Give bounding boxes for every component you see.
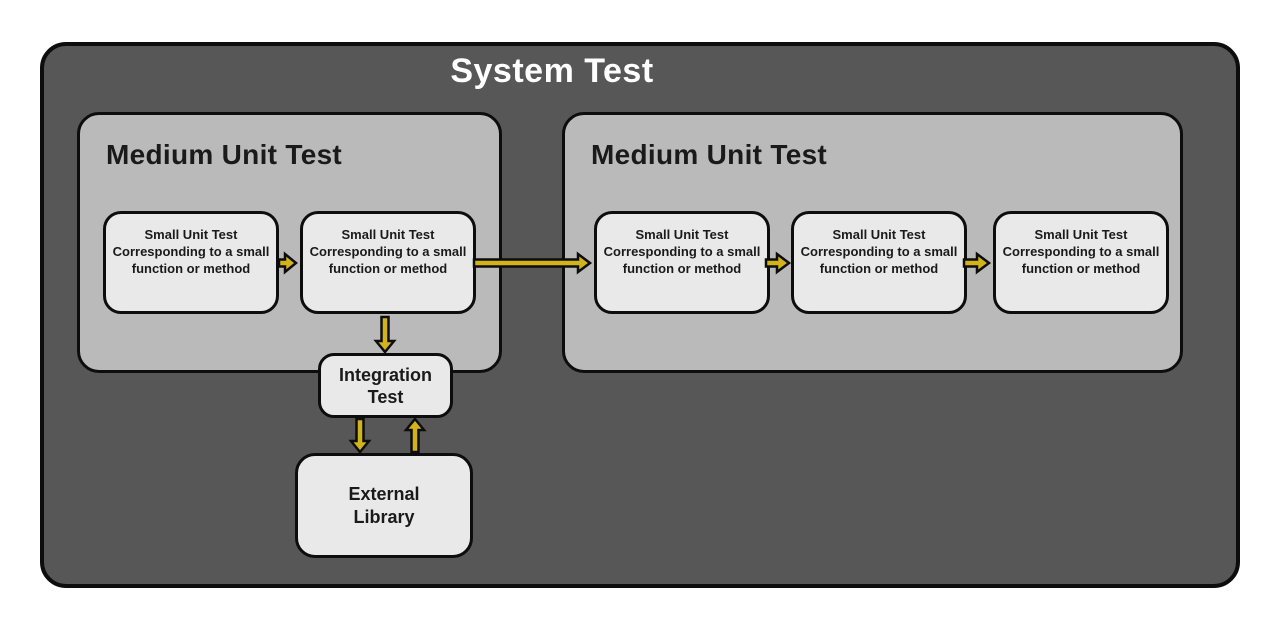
- small-unit-test-1: Small Unit Test Corresponding to a small…: [103, 211, 279, 314]
- small-unit-test-4-line2: Corresponding to a small: [800, 244, 958, 259]
- small-unit-test-2-line1: Small Unit Test: [341, 227, 435, 242]
- medium-unit-test-left-label: Medium Unit Test: [106, 139, 343, 170]
- small-unit-test-4: Small Unit Test Corresponding to a small…: [791, 211, 967, 314]
- small-unit-test-5: Small Unit Test Corresponding to a small…: [993, 211, 1169, 314]
- external-library-box: External Library: [295, 453, 473, 558]
- medium-unit-test-right-label: Medium Unit Test: [591, 139, 828, 170]
- medium-unit-test-left: Medium Unit Test Small Unit Test Corresp…: [77, 112, 502, 373]
- medium-unit-test-right: Medium Unit Test Small Unit Test Corresp…: [562, 112, 1183, 373]
- small-unit-test-3: Small Unit Test Corresponding to a small…: [594, 211, 770, 314]
- integration-test-line2: Test: [367, 386, 404, 407]
- small-unit-test-3-line3: function or method: [622, 261, 742, 276]
- integration-test-line1: Integration: [339, 364, 432, 385]
- small-unit-test-4-line1: Small Unit Test: [832, 227, 926, 242]
- integration-test-box: Integration Test: [318, 353, 453, 418]
- small-unit-test-2-line3: function or method: [328, 261, 448, 276]
- small-unit-test-1-line3: function or method: [131, 261, 251, 276]
- small-unit-test-5-line1: Small Unit Test: [1034, 227, 1128, 242]
- small-unit-test-5-line2: Corresponding to a small: [1002, 244, 1160, 259]
- small-unit-test-2: Small Unit Test Corresponding to a small…: [300, 211, 476, 314]
- small-unit-test-1-line1: Small Unit Test: [144, 227, 238, 242]
- small-unit-test-1-line2: Corresponding to a small: [112, 244, 270, 259]
- small-unit-test-4-line3: function or method: [819, 261, 939, 276]
- external-library-line2: Library: [353, 506, 415, 527]
- small-unit-test-3-line1: Small Unit Test: [635, 227, 729, 242]
- small-unit-test-5-line3: function or method: [1021, 261, 1141, 276]
- small-unit-test-2-line2: Corresponding to a small: [309, 244, 467, 259]
- system-test-title: System Test: [450, 52, 654, 90]
- external-library-line1: External: [348, 483, 420, 504]
- small-unit-test-3-line2: Corresponding to a small: [603, 244, 761, 259]
